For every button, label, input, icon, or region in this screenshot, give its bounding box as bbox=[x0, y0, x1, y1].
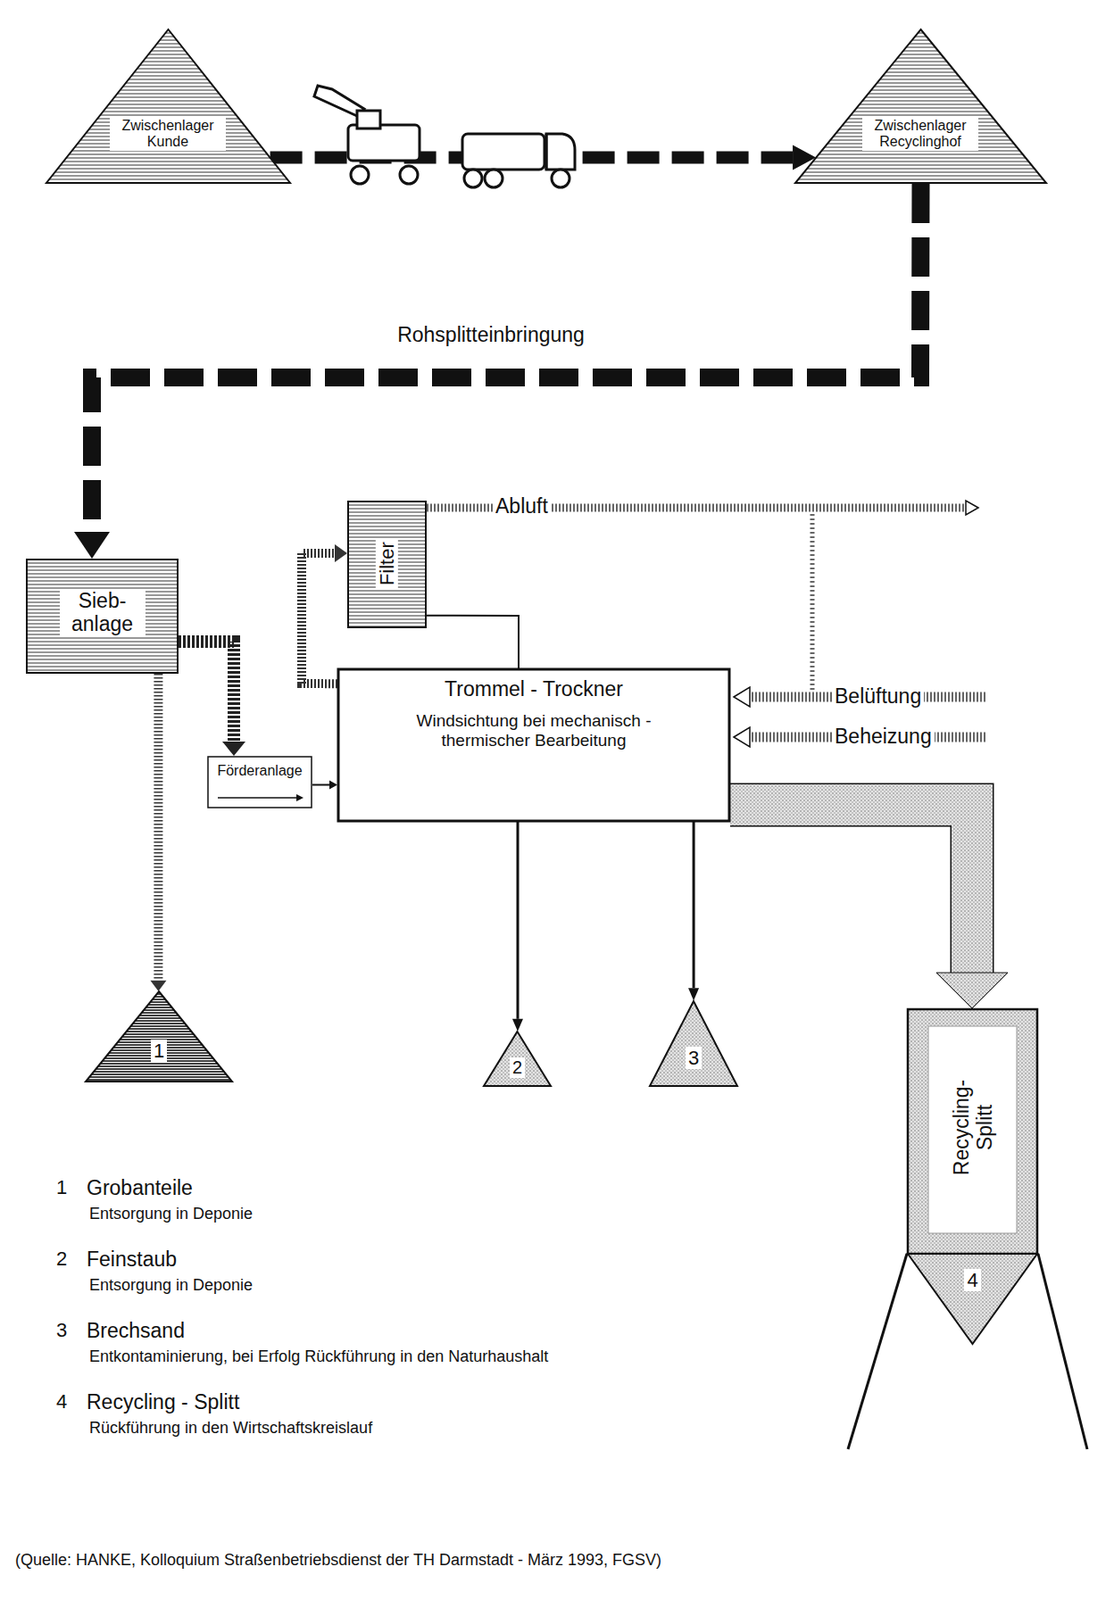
connector-line bbox=[426, 615, 519, 669]
conveyor-box: Förderanlage bbox=[207, 756, 313, 809]
connector-line bbox=[178, 641, 234, 742]
arrow-head bbox=[149, 980, 167, 992]
arrow-head bbox=[222, 741, 246, 757]
connector-line bbox=[91, 183, 922, 533]
connector-line bbox=[153, 673, 163, 981]
drum-dryer: Trommel - TrocknerWindsichtung bei mecha… bbox=[337, 668, 731, 823]
connector bbox=[312, 780, 338, 790]
text-holder: Recycling- Splitt bbox=[949, 1038, 998, 1217]
legend-note: Entsorgung in Deponie bbox=[89, 1276, 253, 1297]
connector bbox=[730, 805, 1008, 1009]
connector-line bbox=[516, 822, 520, 1020]
text-holder: Filter bbox=[375, 499, 399, 628]
text-holder: Zwischenlager Kunde bbox=[109, 117, 226, 151]
text-holder: 1 bbox=[84, 1039, 233, 1063]
legend-term: Recycling - Splitt bbox=[86, 1390, 240, 1416]
output-heap: 3 bbox=[648, 1000, 739, 1088]
node-label: 1 bbox=[150, 1039, 167, 1063]
caption: (Quelle: HANKE, Kolloquium Straßenbetrie… bbox=[15, 1551, 662, 1572]
text-holder: 4 bbox=[906, 1269, 1039, 1292]
node-label: 3 bbox=[685, 1047, 702, 1070]
text-holder: Zwischenlager Recyclinghof bbox=[862, 117, 979, 151]
connector bbox=[74, 183, 922, 559]
connector bbox=[301, 544, 348, 684]
text-holder: Trommel - Trockner bbox=[337, 677, 731, 701]
flow-label: Belüftung bbox=[831, 684, 924, 710]
connector bbox=[426, 615, 519, 669]
output-heap: 2 bbox=[482, 1030, 552, 1088]
node-label: Trommel - Trockner bbox=[444, 677, 624, 701]
connector bbox=[178, 641, 246, 757]
silo-legs bbox=[847, 1254, 1088, 1450]
node-label: 2 bbox=[509, 1057, 525, 1079]
flow-label: Abluft bbox=[492, 494, 551, 520]
node-label: Zwischenlager Recyclinghof bbox=[862, 117, 979, 151]
connector bbox=[688, 822, 699, 1001]
node-shape bbox=[45, 28, 291, 184]
connector-line bbox=[730, 805, 973, 973]
arrow-head bbox=[74, 532, 110, 559]
arrow-head bbox=[688, 988, 699, 1001]
node-label: Förderanlage bbox=[216, 763, 302, 780]
legend-term: Grobanteile bbox=[86, 1176, 193, 1202]
node-body: Windsichtung bei mechanisch - thermische… bbox=[408, 711, 659, 751]
filter-box: Filter bbox=[347, 500, 427, 629]
screening-plant: Sieb- anlage bbox=[25, 558, 179, 674]
connector bbox=[512, 822, 524, 1032]
legend-number: 2 bbox=[56, 1247, 67, 1272]
legend-note: Rückführung in den Wirtschaftskreislauf bbox=[89, 1419, 373, 1439]
arrow-head bbox=[936, 972, 1008, 1009]
arrow-head bbox=[334, 544, 348, 563]
text-holder: Sieb- anlage bbox=[25, 589, 179, 637]
arrow-head bbox=[329, 780, 338, 790]
node-shape bbox=[84, 990, 233, 1083]
connector bbox=[149, 673, 167, 992]
storage-heap: Zwischenlager Recyclinghof bbox=[794, 28, 1048, 184]
excavator-icon bbox=[314, 85, 420, 184]
text-holder: 3 bbox=[648, 1047, 739, 1070]
legend-number: 3 bbox=[56, 1319, 67, 1343]
legend-number: 4 bbox=[56, 1390, 67, 1414]
truck-icon bbox=[462, 133, 575, 188]
silo: Recycling- Splitt 4 bbox=[906, 1008, 1039, 1347]
connector-line bbox=[301, 553, 338, 684]
text-holder: Förderanlage bbox=[207, 763, 313, 780]
edge-label: Rohsplitteinbringung bbox=[394, 323, 588, 347]
legend-note: Entsorgung in Deponie bbox=[89, 1205, 253, 1225]
legend-note: Entkontaminierung, bei Erfolg Rückführun… bbox=[89, 1347, 549, 1368]
arrow-head bbox=[512, 1019, 524, 1032]
output-heap: 1 bbox=[84, 990, 233, 1083]
exhaust-air-arrow bbox=[426, 500, 979, 691]
legend-term: Brechsand bbox=[86, 1319, 185, 1345]
legend-number: 1 bbox=[56, 1176, 67, 1200]
connector-fill bbox=[730, 805, 973, 973]
node-body: 4 bbox=[964, 1269, 981, 1292]
connector-line bbox=[312, 784, 330, 787]
text-holder: Rohsplitteinbringung bbox=[374, 323, 607, 347]
node-shape bbox=[648, 1000, 739, 1088]
node-label: Filter bbox=[375, 539, 399, 589]
node-shape bbox=[906, 1008, 1039, 1347]
flow-label: Beheizung bbox=[831, 724, 935, 750]
text-holder: Windsichtung bei mechanisch - thermische… bbox=[408, 711, 659, 751]
node-label: Sieb- anlage bbox=[59, 589, 146, 637]
legend-term: Feinstaub bbox=[86, 1247, 177, 1273]
node-shape bbox=[794, 28, 1048, 184]
node-label: Zwischenlager Kunde bbox=[109, 117, 226, 151]
storage-heap: Zwischenlager Kunde bbox=[45, 28, 291, 184]
node-label: Recycling- Splitt bbox=[949, 1069, 998, 1186]
text-holder: 2 bbox=[482, 1057, 552, 1079]
connector-line bbox=[692, 822, 696, 989]
